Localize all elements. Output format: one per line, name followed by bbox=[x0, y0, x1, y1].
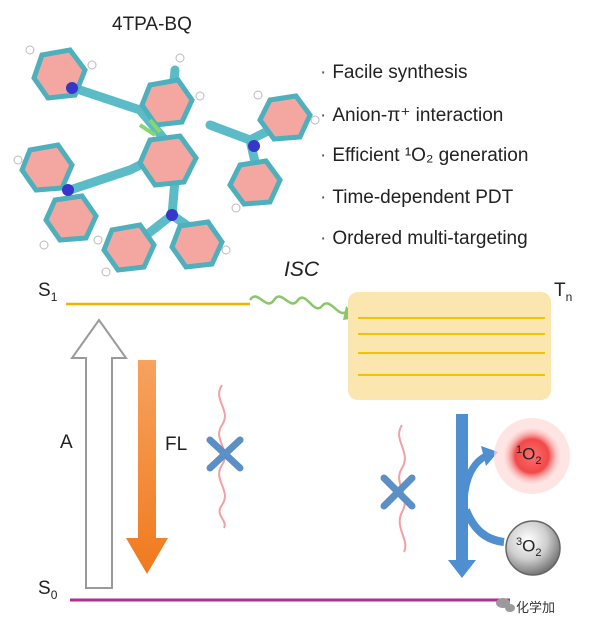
feature-text: Ordered multi-targeting bbox=[332, 228, 528, 249]
fluorescence-label: FL bbox=[165, 434, 188, 455]
singlet-oxygen-label: 1O2 bbox=[516, 444, 542, 468]
feature-text: Facile synthesis bbox=[332, 62, 468, 83]
watermark-icon bbox=[496, 598, 515, 612]
triplet-oxygen-label: 3O2 bbox=[516, 536, 542, 560]
triplet-oxygen-ball bbox=[505, 520, 561, 576]
feature-text: Anion-π⁺ interaction bbox=[332, 104, 504, 126]
feature-item: ·Facile synthesis bbox=[320, 62, 468, 83]
isc-wave bbox=[248, 295, 347, 315]
absorption-label: A bbox=[60, 432, 73, 453]
feature-item: ·Time-dependent PDT bbox=[320, 186, 514, 208]
tn-box bbox=[348, 292, 551, 400]
feature-item: ·Ordered multi-targeting bbox=[320, 228, 528, 249]
tn-label: Tn bbox=[554, 280, 573, 304]
feature-text: Time-dependent PDT bbox=[332, 186, 514, 208]
singlet-oxygen-core bbox=[504, 428, 560, 484]
absorption-arrow bbox=[70, 318, 128, 589]
quenched-wave-left bbox=[218, 384, 226, 529]
tn-sublevels bbox=[358, 317, 545, 376]
feature-text: Efficient ¹O₂ generation bbox=[332, 145, 529, 166]
isc-label: ISC bbox=[284, 258, 320, 281]
molecule-structure bbox=[13, 45, 320, 277]
watermark-text: 化学加 bbox=[516, 600, 556, 615]
molecule-title: 4TPA-BQ bbox=[112, 14, 192, 35]
quench-x-right bbox=[380, 474, 416, 510]
s0-label: S0 bbox=[38, 578, 58, 602]
feature-list: ·Facile synthesis ·Anion-π⁺ interaction … bbox=[320, 62, 528, 270]
s1-label: S1 bbox=[38, 280, 58, 304]
feature-item: ·Efficient ¹O₂ generation bbox=[320, 145, 529, 166]
quench-x-left bbox=[206, 436, 244, 472]
energy-transfer-arrow bbox=[448, 414, 505, 578]
fluorescence-arrow bbox=[126, 360, 168, 574]
feature-item: ·Anion-π⁺ interaction bbox=[320, 104, 504, 126]
